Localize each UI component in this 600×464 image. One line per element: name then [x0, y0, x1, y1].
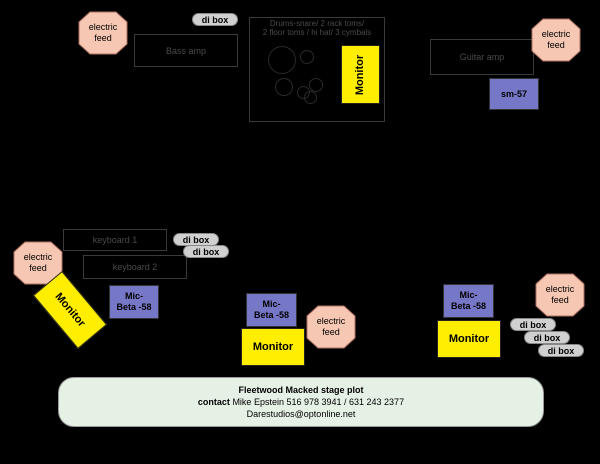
contact-phone: Mike Epstein 516 978 3941 / 631 243 2377 — [232, 397, 405, 407]
drum-rack-tom-2 — [309, 78, 323, 92]
keyboard-2-label: keyboard 2 — [112, 262, 158, 272]
electric-feed-center: electric feed — [305, 304, 357, 350]
drum-floor-tom — [275, 78, 293, 96]
mic-line1: Mic- — [459, 290, 478, 300]
bass-amp-label: Bass amp — [165, 45, 207, 56]
electric-feed-left: electric feed — [12, 240, 64, 286]
electric-feed-line1: electric — [541, 29, 571, 39]
contact-info-box: Fleetwood Macked stage plot contact Mike… — [58, 377, 544, 427]
electric-feed-label: electric feed — [305, 304, 357, 350]
drum-rack-tom — [300, 50, 314, 64]
drums-line1: Drums-snare/ 2 rack toms/ — [269, 19, 365, 28]
keyboard-1-label: keyboard 1 — [92, 235, 138, 245]
mic-beta58-left: Mic- Beta -58 — [109, 285, 159, 319]
drum-floor-tom-2 — [304, 91, 317, 104]
drum-kick — [268, 46, 296, 74]
electric-feed-line2: feed — [551, 295, 569, 305]
keyboard-1: keyboard 1 — [63, 229, 167, 251]
mic-sm57-label: sm-57 — [500, 88, 527, 99]
bass-amp: Bass amp — [134, 34, 238, 67]
drums-line2: 2 floor toms / hi hat/ 3 cymbals — [262, 28, 372, 37]
electric-feed-top-left: electric feed — [77, 10, 129, 56]
monitor-center: Monitor — [241, 328, 305, 366]
mic-line1: Mic- — [125, 291, 143, 301]
stage-plot-title: Fleetwood Macked stage plot — [238, 385, 364, 395]
monitor-drums-label: Monitor — [354, 54, 367, 95]
electric-feed-line2: feed — [94, 33, 112, 43]
electric-feed-label: electric feed — [12, 240, 64, 286]
electric-feed-shape — [535, 273, 585, 317]
electric-feed-label: electric feed — [534, 272, 586, 318]
monitor-right-label: Monitor — [448, 333, 490, 345]
electric-feed-line1: electric — [88, 22, 118, 32]
electric-feed-label: electric feed — [77, 10, 129, 56]
guitar-amp-label: Guitar amp — [459, 52, 505, 62]
mic-sm57-guitar: sm-57 — [489, 78, 539, 110]
electric-feed-line2: feed — [322, 327, 340, 337]
electric-feed-line2: feed — [29, 263, 47, 273]
electric-feed-shape — [531, 18, 581, 62]
electric-feed-shape — [306, 305, 356, 349]
contact-label: contact — [197, 397, 230, 407]
electric-feed-top-right: electric feed — [530, 17, 582, 63]
mic-beta58-center: Mic- Beta -58 — [246, 293, 297, 327]
monitor-right: Monitor — [437, 320, 501, 358]
di-box-keyboard-2: di box — [183, 245, 229, 258]
mic-line2: Beta -58 — [253, 310, 289, 320]
keyboard-2: keyboard 2 — [83, 255, 187, 279]
electric-feed-line1: electric — [316, 316, 346, 326]
mic-line2: Beta -58 — [116, 302, 152, 312]
contact-line: contact Mike Epstein 516 978 3941 / 631 … — [198, 396, 404, 408]
mic-line1: Mic- — [262, 299, 281, 309]
mic-beta58-right: Mic- Beta -58 — [443, 284, 494, 318]
di-box-right-3: di box — [538, 344, 584, 357]
monitor-center-label: Monitor — [252, 341, 294, 353]
contact-email: Darestudios@optonline.net — [246, 409, 356, 419]
electric-feed-line1: electric — [23, 252, 53, 262]
di-box-bass: di box — [192, 13, 238, 26]
electric-feed-right: electric feed — [534, 272, 586, 318]
electric-feed-line2: feed — [547, 40, 565, 50]
di-box-right-2: di box — [524, 331, 570, 344]
di-box-right-1: di box — [510, 318, 556, 331]
electric-feed-label: electric feed — [530, 17, 582, 63]
monitor-drums: Monitor — [341, 45, 380, 104]
guitar-amp: Guitar amp — [430, 39, 534, 75]
drum-riser: Drums-snare/ 2 rack toms/ 2 floor toms /… — [249, 17, 385, 122]
electric-feed-shape — [78, 11, 128, 55]
mic-line2: Beta -58 — [450, 301, 486, 311]
electric-feed-line1: electric — [545, 284, 575, 294]
drums-description: Drums-snare/ 2 rack toms/ 2 floor toms /… — [263, 19, 372, 37]
monitor-keyboard-label: Monitor — [52, 290, 88, 330]
